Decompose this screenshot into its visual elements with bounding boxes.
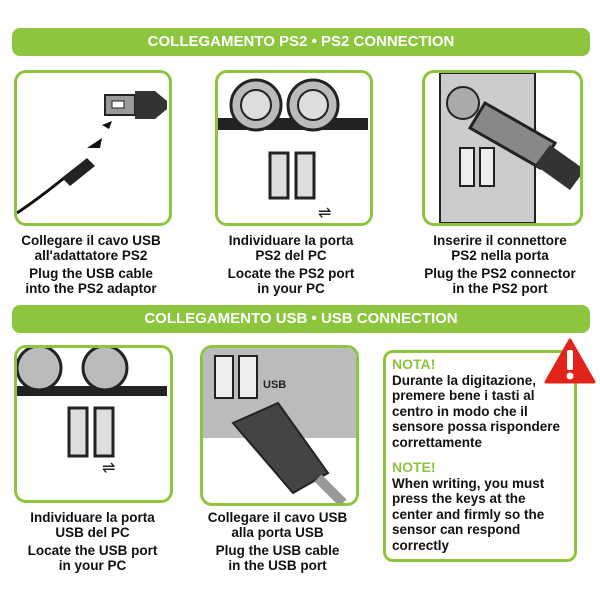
caption-en-line: in the PS2 port: [452, 281, 548, 296]
note-it-title: NOTA!: [392, 356, 436, 372]
ps2-plug-icon: [439, 73, 580, 223]
usb-ports-icon: ⇌: [17, 348, 167, 477]
caption-it-line: PS2 nella porta: [451, 248, 549, 263]
ps2-connection-banner: COLLEGAMENTO PS2 • PS2 CONNECTION: [12, 28, 590, 56]
note-box: NOTA! Durante la digitazione, premere be…: [383, 350, 577, 562]
usb-plug-icon: USB: [203, 348, 356, 503]
caption-en-line: Plug the USB cable: [215, 543, 340, 558]
note-en-title: NOTE!: [392, 459, 436, 475]
caption-it-line: Individuare la porta: [228, 233, 354, 248]
note-it-text: Durante la digitazione, premere bene i t…: [392, 372, 561, 450]
step-locate-usb-port-illustration: ⇌: [14, 345, 173, 503]
caption-en-line: Plug the PS2 connector: [424, 266, 576, 281]
caption-en-line: Plug the USB cable: [29, 266, 153, 281]
svg-text:⇌: ⇌: [318, 205, 331, 222]
note-en-text: When writing, you must press the keys at…: [392, 475, 545, 553]
caption-it-line: alla porta USB: [231, 525, 324, 540]
ps2-ports-icon: ⇌: [218, 73, 370, 223]
caption-it-line: Inserire il connettore: [433, 233, 567, 248]
caption-en-line: in your PC: [257, 281, 325, 296]
usb-connection-banner: COLLEGAMENTO USB • USB CONNECTION: [12, 305, 590, 333]
warning-triangle-icon: [544, 338, 596, 384]
svg-text:⇌: ⇌: [102, 460, 115, 477]
caption-it-line: all'adattatore PS2: [34, 248, 148, 263]
caption-it-line: Collegare il cavo USB: [21, 233, 161, 248]
caption-it-line: PS2 del PC: [255, 248, 327, 263]
caption-en-line: in your PC: [58, 558, 127, 573]
step-plug-usb-cable-illustration: USB: [200, 345, 359, 506]
caption-en-line: into the PS2 adaptor: [25, 281, 157, 296]
usb-label: USB: [263, 379, 286, 391]
caption-it-line: Individuare la porta: [30, 510, 155, 525]
caption-it-line: USB del PC: [55, 525, 130, 540]
caption-en-line: Locate the USB port: [27, 543, 158, 558]
step-plug-ps2-connector-illustration: [422, 70, 583, 226]
caption-en-line: in the USB port: [228, 558, 327, 573]
cable-adaptor-icon: [17, 91, 167, 215]
caption-en-line: Locate the PS2 port: [227, 266, 355, 281]
step-locate-ps2-port-illustration: ⇌: [215, 70, 373, 226]
caption-it-line: Collegare il cavo USB: [207, 510, 348, 525]
step-usb-to-ps2-adaptor-illustration: [14, 70, 172, 226]
